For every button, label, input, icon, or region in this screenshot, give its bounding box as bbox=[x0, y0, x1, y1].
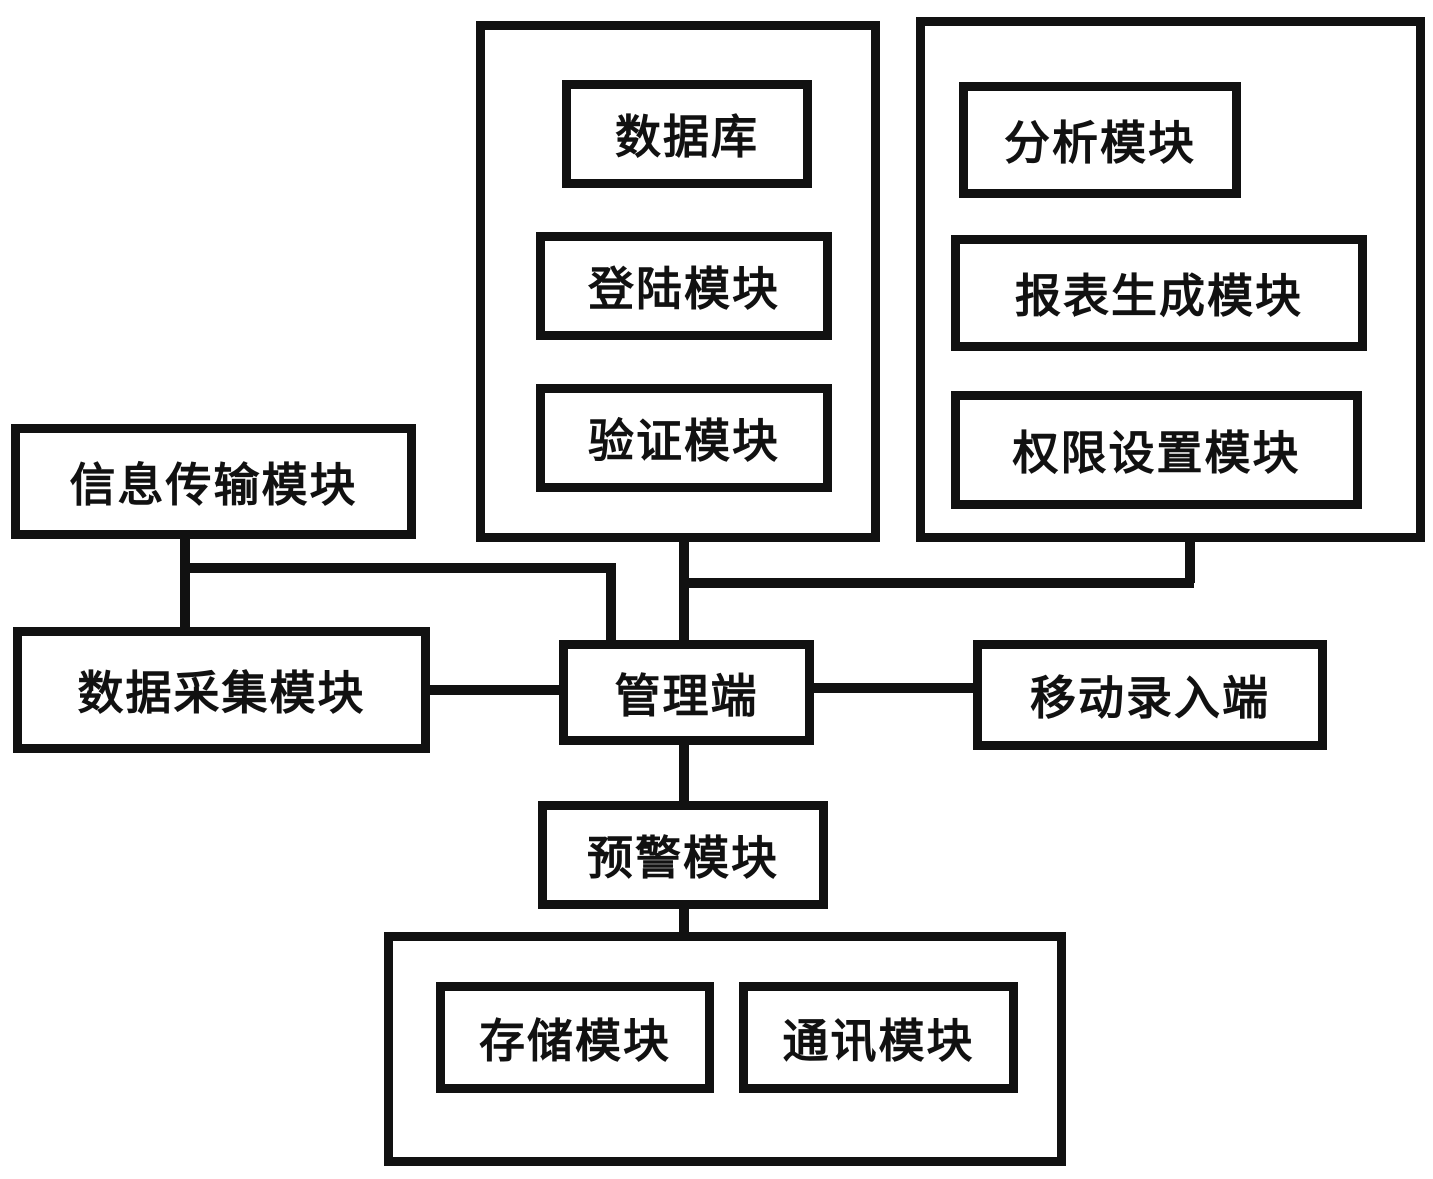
connector-info-vertical bbox=[180, 532, 190, 632]
communication-module-node: 通讯模块 bbox=[739, 982, 1018, 1093]
management-end-node: 管理端 bbox=[559, 640, 814, 745]
connector-left-group-to-management bbox=[679, 538, 689, 647]
warning-module-node: 预警模块 bbox=[538, 801, 828, 909]
permission-module-node: 权限设置模块 bbox=[951, 391, 1362, 509]
connector-warning-to-bottom-group bbox=[679, 902, 689, 940]
connector-management-to-mobile bbox=[807, 683, 980, 693]
mobile-entry-end-node: 移动录入端 bbox=[973, 640, 1327, 750]
data-collect-module-node: 数据采集模块 bbox=[13, 627, 430, 753]
connector-right-group-vertical bbox=[1185, 538, 1195, 583]
connector-info-to-management bbox=[606, 563, 616, 647]
login-module-node: 登陆模块 bbox=[536, 232, 832, 340]
connector-info-horizontal bbox=[185, 563, 615, 573]
analysis-module-node: 分析模块 bbox=[959, 82, 1241, 198]
connector-management-to-warning bbox=[679, 738, 689, 808]
connector-right-group-horizontal bbox=[684, 578, 1194, 588]
storage-module-node: 存储模块 bbox=[436, 982, 714, 1093]
verify-module-node: 验证模块 bbox=[536, 384, 832, 492]
connector-collect-to-management bbox=[422, 685, 564, 695]
info-transfer-module-node: 信息传输模块 bbox=[11, 424, 416, 539]
database-node: 数据库 bbox=[562, 80, 812, 188]
report-module-node: 报表生成模块 bbox=[951, 235, 1367, 351]
